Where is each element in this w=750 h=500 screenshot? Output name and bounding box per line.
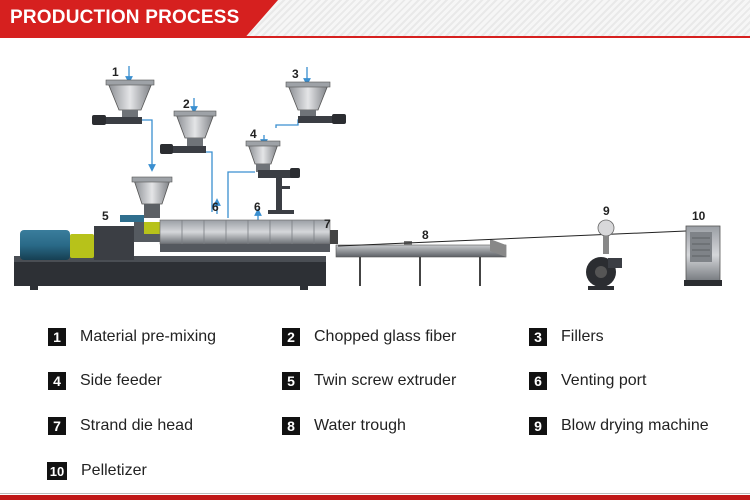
blow-drying-machine xyxy=(586,219,622,290)
legend-label: Blow drying machine xyxy=(561,417,709,434)
legend-item-6: 6 Venting port xyxy=(529,370,646,392)
legend-item-1: 1 Material pre-mixing xyxy=(48,326,216,348)
hopper-chopped-glass-fiber xyxy=(160,110,217,154)
legend-label: Fillers xyxy=(561,328,604,345)
legend-item-4: 4 Side feeder xyxy=(48,370,162,392)
legend-label: Chopped glass fiber xyxy=(314,328,457,345)
legend-label: Water trough xyxy=(314,417,406,434)
page-title: PRODUCTION PROCESS xyxy=(10,7,240,28)
hopper-fillers xyxy=(285,81,346,124)
legend-label: Venting port xyxy=(561,372,647,389)
diagram-label-5: 5 xyxy=(102,209,109,223)
legend-item-2: 2 Chopped glass fiber xyxy=(282,326,456,348)
footer-divider xyxy=(0,493,750,494)
legend-item-3: 3 Fillers xyxy=(529,326,604,348)
header-red-tab xyxy=(0,0,278,38)
legend-item-10: 10 Pelletizer xyxy=(47,460,147,482)
legend-number-badge: 7 xyxy=(48,417,66,435)
diagram-label-3: 3 xyxy=(292,67,299,81)
diagram-label-6a: 6 xyxy=(212,200,219,214)
diagram-label-4: 4 xyxy=(250,127,257,141)
legend-label: Strand die head xyxy=(80,417,193,434)
header-underline xyxy=(0,36,750,38)
diagram-label-6b: 6 xyxy=(254,200,261,214)
pelletizer xyxy=(684,225,722,286)
legend-number-badge: 1 xyxy=(48,328,66,346)
main-feed-hopper xyxy=(120,176,173,222)
footer-red-bar xyxy=(0,495,750,500)
legend-label: Side feeder xyxy=(80,372,162,389)
diagram-label-1: 1 xyxy=(112,65,119,79)
legend-label: Twin screw extruder xyxy=(314,372,457,389)
legend-number-badge: 9 xyxy=(529,417,547,435)
diagram-label-7: 7 xyxy=(324,217,331,231)
hopper-material-premixing xyxy=(92,79,155,125)
header-banner: PRODUCTION PROCESS xyxy=(0,0,750,38)
twin-screw-extruder xyxy=(14,219,338,290)
legend-item-9: 9 Blow drying machine xyxy=(529,415,709,437)
water-trough-unit xyxy=(335,230,687,286)
legend-number-badge: 8 xyxy=(282,417,300,435)
diagram-label-9: 9 xyxy=(603,204,610,218)
side-feeder xyxy=(245,140,300,214)
diagram-label-8: 8 xyxy=(422,228,429,242)
legend-label: Pelletizer xyxy=(81,462,147,479)
legend-number-badge: 5 xyxy=(282,372,300,390)
legend-number-badge: 10 xyxy=(47,462,67,480)
production-line-diagram: 1 2 3 4 5 6 6 7 8 9 10 xyxy=(14,65,722,290)
legend-item-8: 8 Water trough xyxy=(282,415,406,437)
legend-number-badge: 4 xyxy=(48,372,66,390)
legend-item-5: 5 Twin screw extruder xyxy=(282,370,456,392)
diagram-label-2: 2 xyxy=(183,97,190,111)
legend-number-badge: 2 xyxy=(282,328,300,346)
legend-number-badge: 3 xyxy=(529,328,547,346)
legend-label: Material pre-mixing xyxy=(80,328,217,345)
legend-item-7: 7 Strand die head xyxy=(48,415,193,437)
diagram-label-10: 10 xyxy=(692,209,706,223)
legend-number-badge: 6 xyxy=(529,372,547,390)
